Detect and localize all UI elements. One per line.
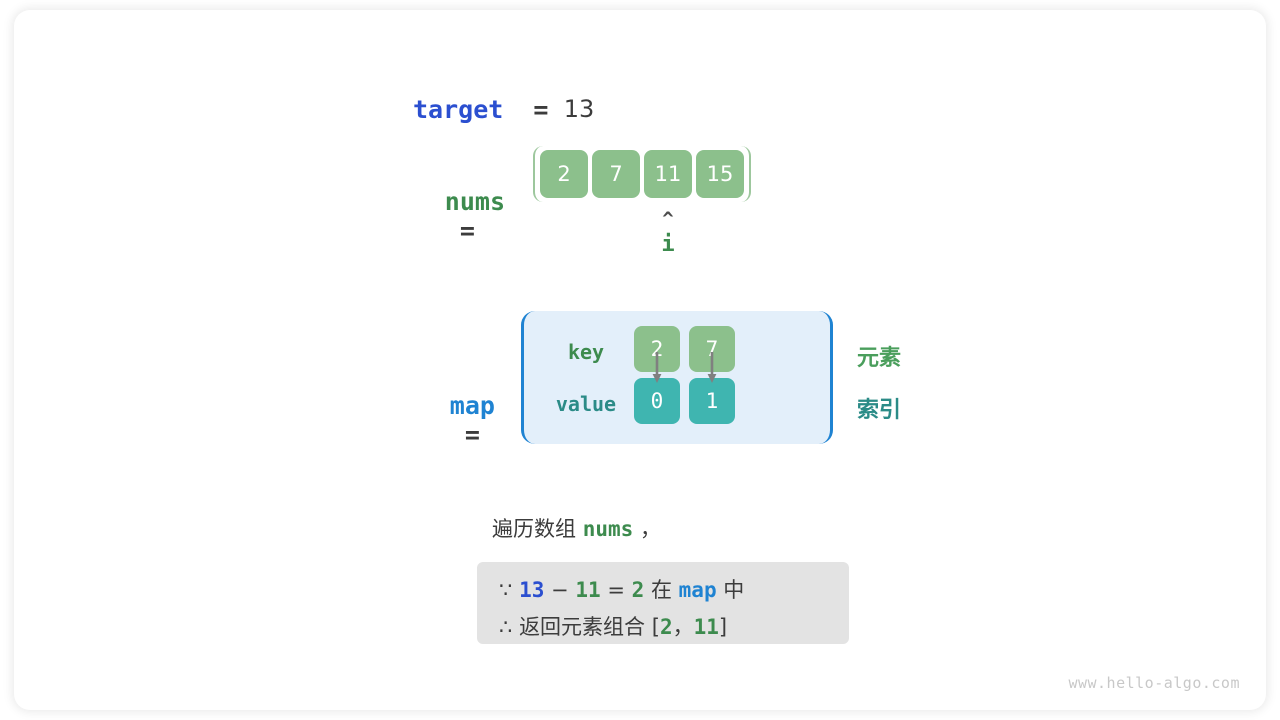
key-to-value-arrow-icon bbox=[652, 352, 662, 383]
target-row: target = 13 bbox=[413, 92, 594, 126]
caption-prefix: 遍历数组 bbox=[492, 517, 583, 541]
result-first-value: 2 bbox=[659, 615, 673, 639]
target-value: 13 bbox=[548, 95, 595, 123]
nums-variable-name: nums bbox=[444, 187, 506, 216]
map-entry-column: 7 1 bbox=[689, 326, 735, 424]
key-to-value-arrow-icon bbox=[707, 352, 717, 383]
index-pointer-caret-icon: ^ bbox=[662, 208, 674, 230]
legend-element-label: 元素 bbox=[857, 346, 902, 371]
map-equals-spacer bbox=[450, 420, 465, 449]
map-row-labels: key value bbox=[551, 311, 621, 444]
premise-current-value: 11 bbox=[575, 578, 601, 602]
nums-cell[interactable]: 15 bbox=[696, 150, 744, 198]
caption-suffix: ， bbox=[633, 517, 661, 541]
caption-variable-nums: nums bbox=[582, 517, 634, 541]
map-value-cell[interactable]: 0 bbox=[634, 378, 680, 424]
target-variable-name: target bbox=[413, 94, 504, 124]
nums-cell[interactable]: 7 bbox=[592, 150, 640, 198]
map-key-row-label: key bbox=[567, 340, 605, 364]
premise-in-text: 在 bbox=[650, 578, 672, 602]
nums-equals-sign: = bbox=[459, 216, 475, 245]
target-equals-sign bbox=[503, 95, 533, 124]
target-value-text: 13 bbox=[563, 95, 595, 123]
premise-map-name: map bbox=[678, 578, 717, 602]
because-symbol-icon: ∵ bbox=[499, 578, 513, 602]
premise-complement-value: 2 bbox=[631, 578, 645, 602]
result-bracket-close: ] bbox=[718, 615, 728, 639]
map-key-cell[interactable]: 7 bbox=[689, 326, 735, 372]
map-row-label: map = bbox=[418, 362, 495, 478]
result-bracket-open: [ bbox=[651, 615, 660, 639]
map-equals-sign: = bbox=[464, 420, 480, 449]
target-equals-glyph: = bbox=[533, 94, 549, 124]
map-value-cell[interactable]: 1 bbox=[689, 378, 735, 424]
map-entries: 2 0 7 1 bbox=[634, 326, 735, 424]
map-value-row-label: value bbox=[555, 392, 617, 416]
conclusion-line-premise: ∵ 13 − 11 = 2 在 map 中 bbox=[499, 574, 744, 604]
index-pointer-label: i bbox=[661, 232, 675, 257]
site-watermark: www.hello-algo.com bbox=[1068, 674, 1240, 692]
premise-in-suffix: 中 bbox=[723, 578, 745, 602]
nums-array-container: 2 7 11 15 bbox=[533, 146, 751, 202]
result-comma: ， bbox=[672, 615, 694, 639]
nums-cell[interactable]: 2 bbox=[540, 150, 588, 198]
nums-cell[interactable]: 11 bbox=[644, 150, 692, 198]
map-variable-name: map bbox=[449, 391, 495, 420]
result-second-value: 11 bbox=[693, 615, 719, 639]
premise-minus-sign: − bbox=[551, 578, 569, 602]
nums-equals-spacer bbox=[445, 216, 460, 245]
result-text: 返回元素组合 bbox=[519, 615, 646, 639]
premise-equals-sign: = bbox=[607, 578, 625, 602]
therefore-symbol-icon: ∴ bbox=[499, 615, 513, 639]
legend-index-label: 索引 bbox=[857, 398, 902, 423]
conclusion-line-result: ∴ 返回元素组合 [2，11] bbox=[499, 611, 727, 641]
map-entry-column: 2 0 bbox=[634, 326, 680, 424]
premise-target-value: 13 bbox=[519, 578, 545, 602]
nums-row-label: nums = bbox=[413, 158, 505, 274]
conclusion-box: ∵ 13 − 11 = 2 在 map 中 ∴ 返回元素组合 [2，11] bbox=[477, 562, 849, 644]
caption-traverse-array: 遍历数组 nums ， bbox=[492, 513, 661, 543]
